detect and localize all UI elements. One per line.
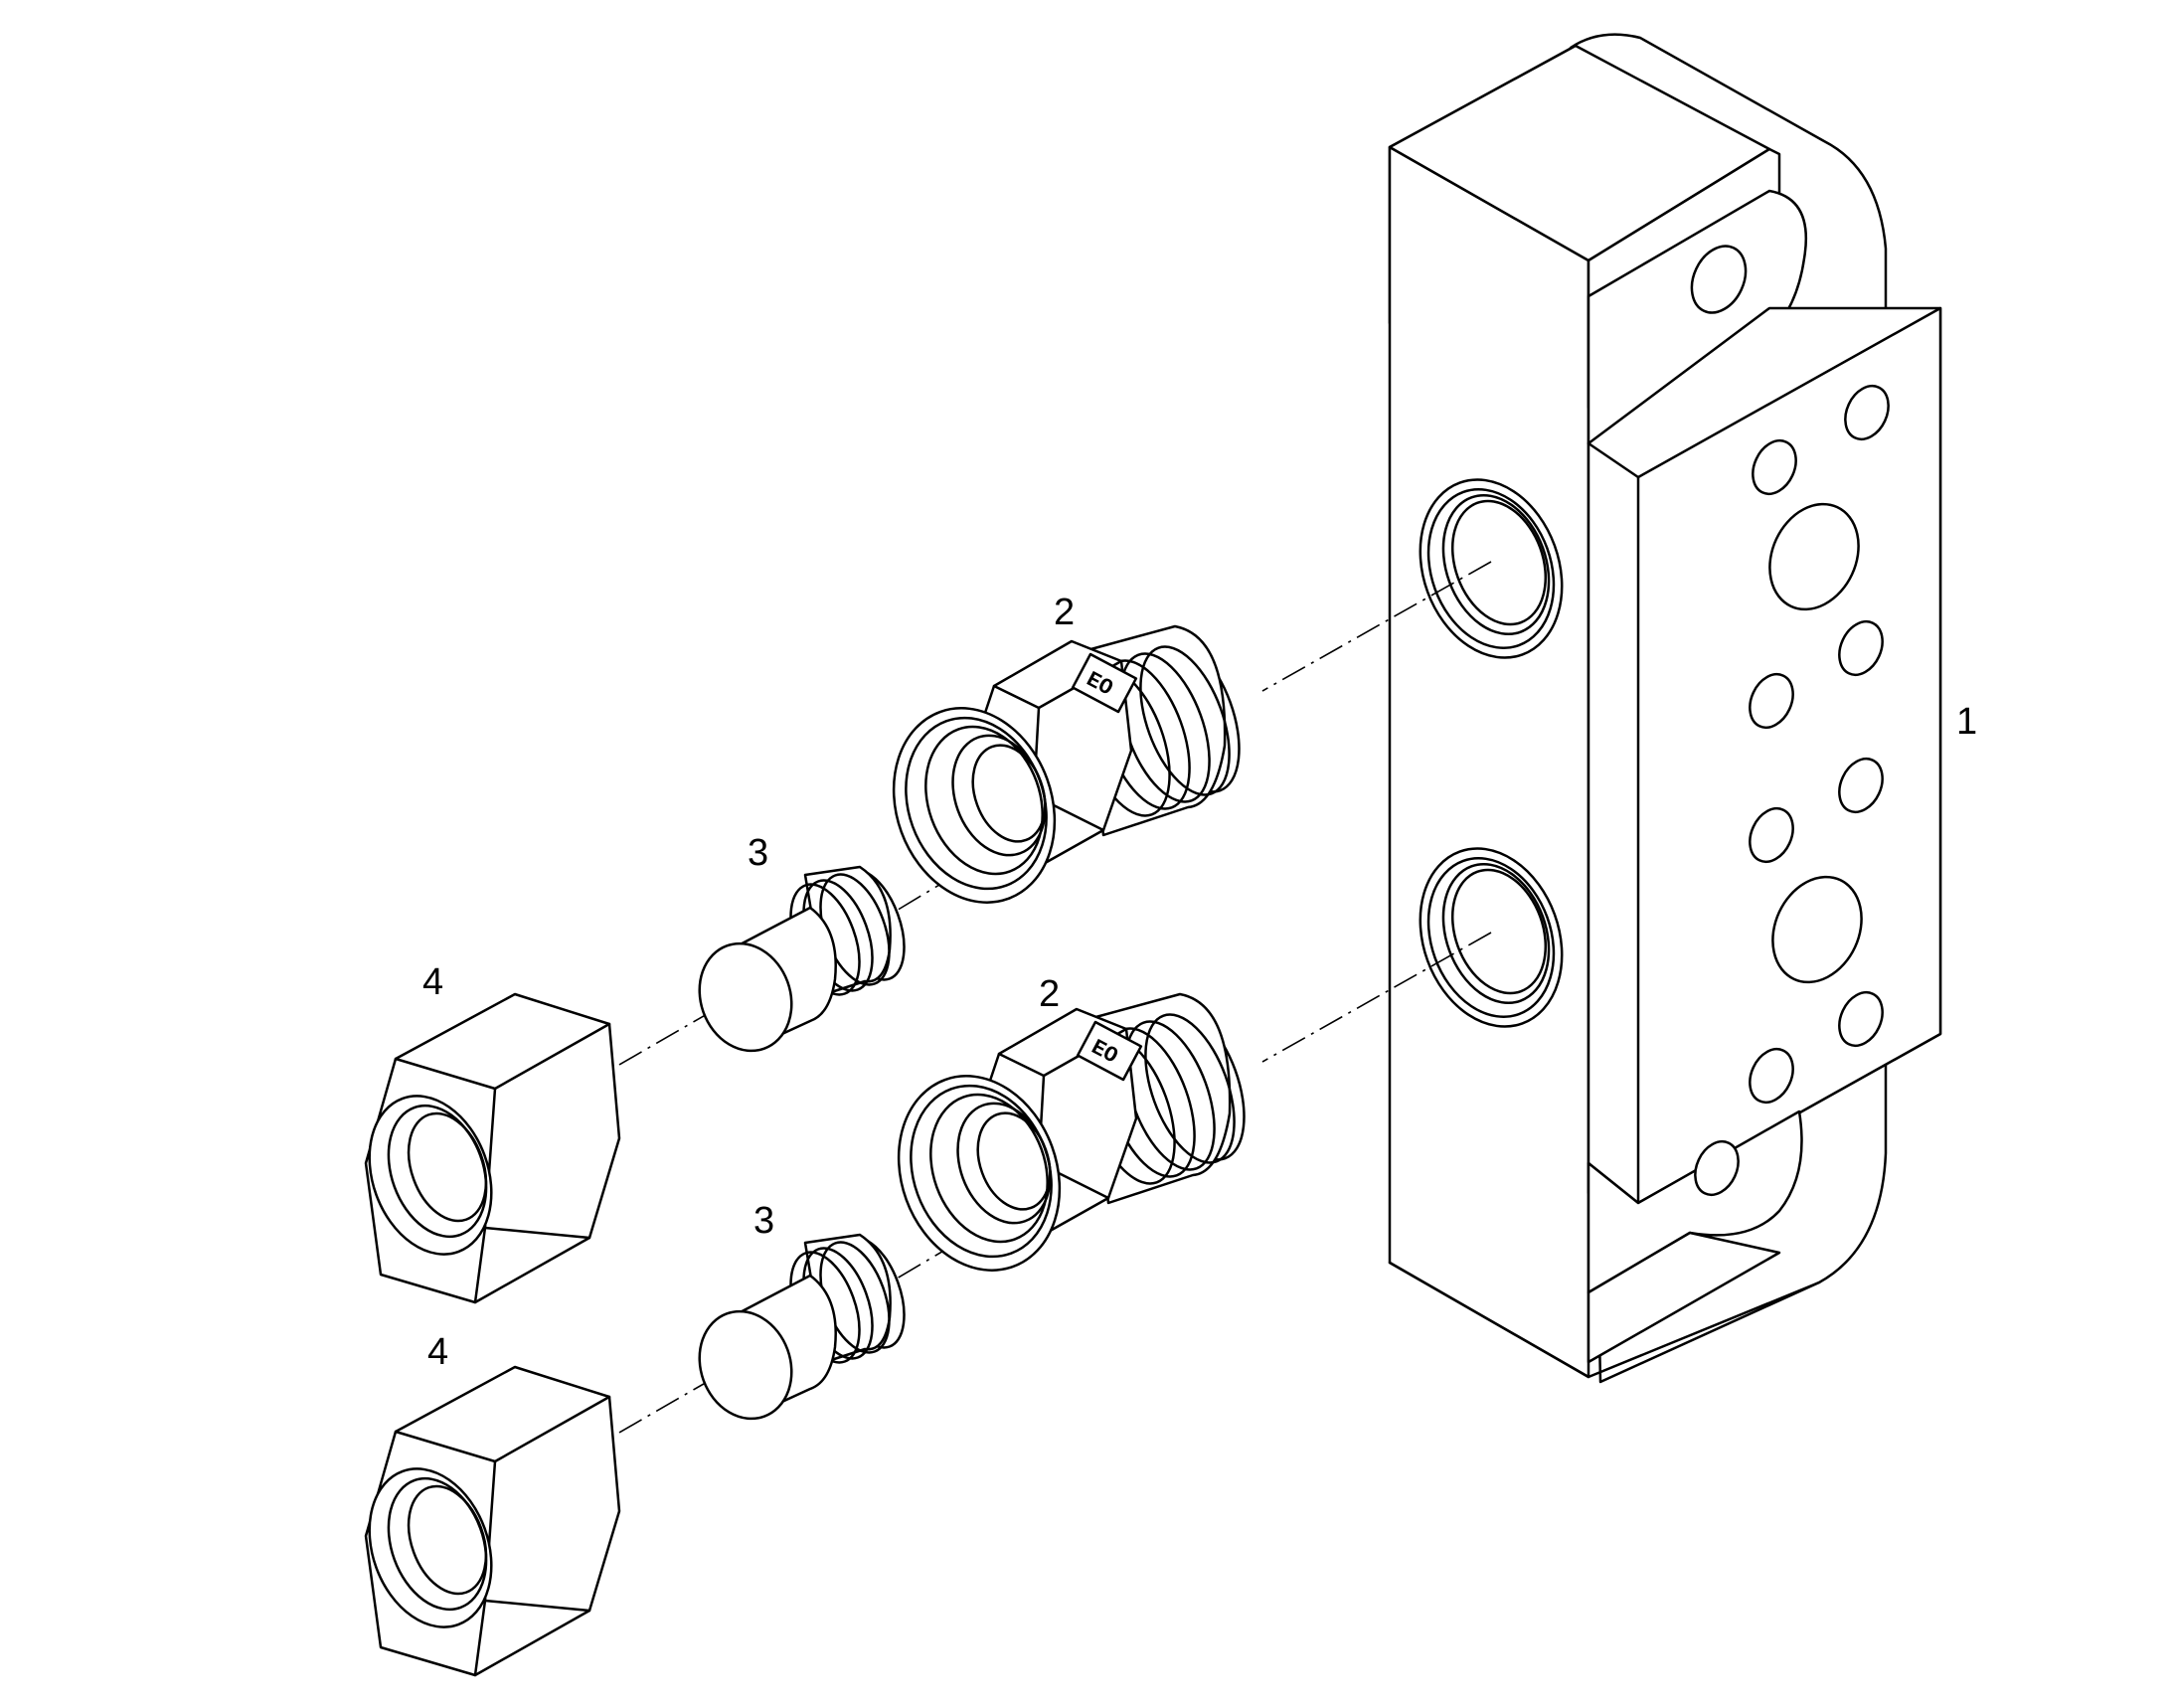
manifold-ports [1419,478,1564,1028]
manifold-port-holes [1749,385,1890,1104]
callout-fitting-upper: 2 [1054,592,1075,633]
insert-upper [683,858,919,1066]
insert-lower [683,1226,919,1434]
fitting-upper: EO [866,624,1259,927]
nut-lower [347,1365,621,1677]
callout-insert-lower: 3 [753,1200,774,1242]
callout-insert-upper: 3 [748,832,768,874]
nut-upper [347,992,621,1304]
callout-manifold-block: 1 [1956,701,1977,743]
fitting-lower: EO [871,992,1264,1294]
callout-nut-upper: 4 [422,961,443,1003]
manifold-block [1388,33,1942,1384]
callout-labels: 1 2 2 3 3 4 4 [422,592,1977,1373]
callout-fitting-lower: 2 [1039,973,1060,1015]
callout-nut-lower: 4 [427,1331,448,1373]
